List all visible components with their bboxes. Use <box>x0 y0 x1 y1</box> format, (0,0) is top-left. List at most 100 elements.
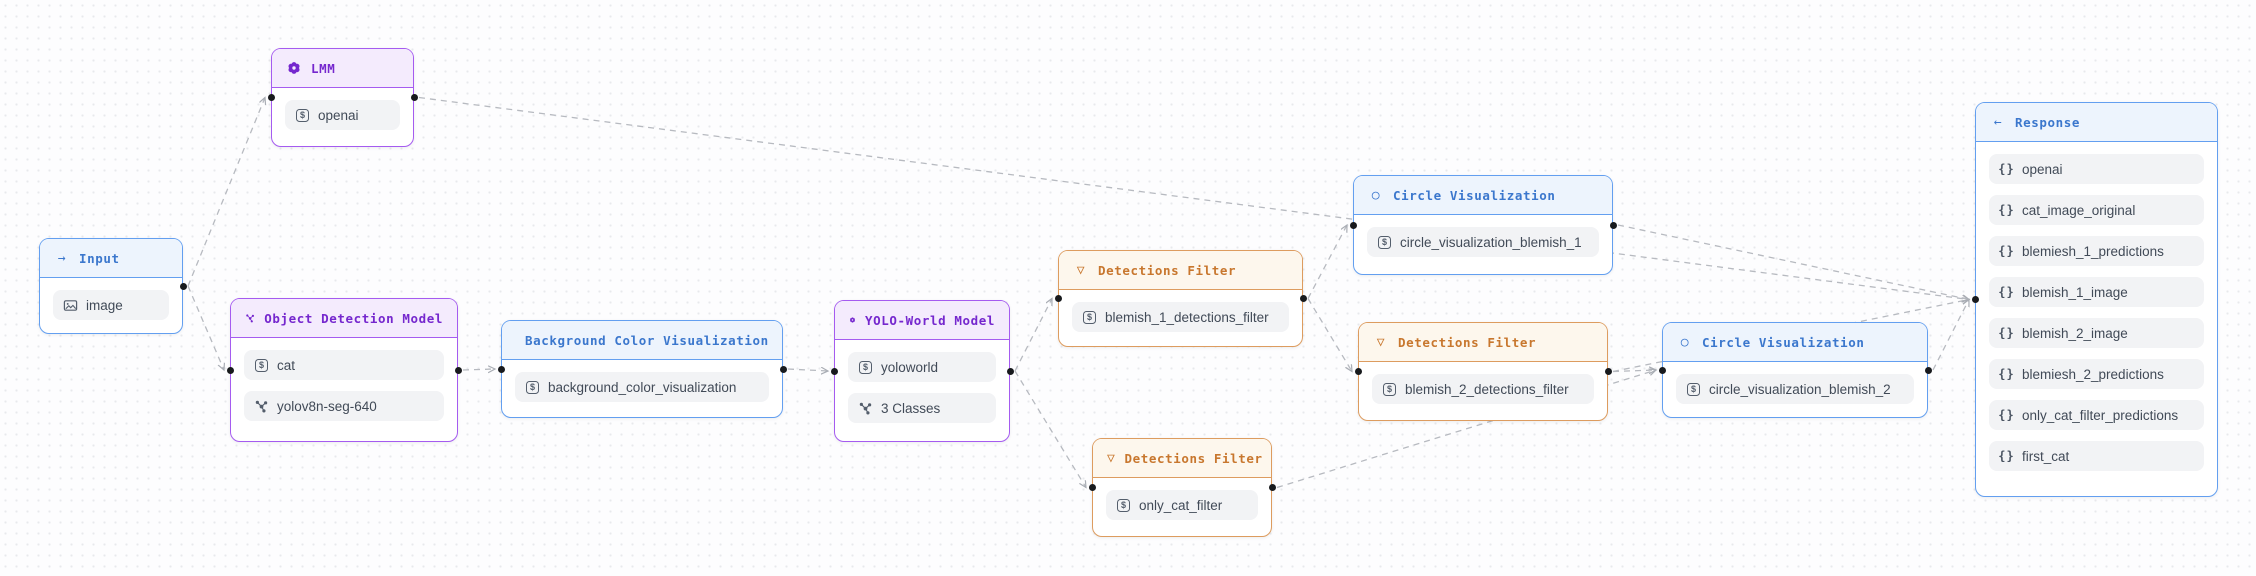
item-label: blemiesh_1_predictions <box>2022 243 2164 259</box>
node-body: {}openai{}cat_image_original{}blemiesh_1… <box>1976 142 2217 496</box>
node-item[interactable]: {}openai <box>1989 154 2204 184</box>
node-header[interactable]: Background Color Visualization <box>502 321 782 360</box>
item-label: blemish_2_detections_filter <box>1405 381 1569 397</box>
port-right[interactable] <box>1609 221 1617 229</box>
node-header[interactable]: LMM <box>272 49 413 88</box>
param-icon: $ <box>1383 382 1396 396</box>
edge-input-to-odm <box>187 285 224 370</box>
node-input[interactable]: →Input image <box>39 238 187 334</box>
node-header[interactable]: ○Circle Visualization <box>1354 176 1612 215</box>
port-right[interactable] <box>1006 367 1014 375</box>
node-filter_only_cat[interactable]: ▽ Detections Filter $only_cat_filter <box>1088 438 1276 537</box>
node-lmm[interactable]: LMM $openai <box>267 48 418 147</box>
node-item[interactable]: {}blemiesh_2_predictions <box>1989 359 2204 389</box>
edge-circleviz2-to-response <box>1932 300 1969 371</box>
node-body: $circle_visualization_blemish_1 <box>1354 215 1612 274</box>
node-item[interactable]: $ blemish_2_detections_filter <box>1372 374 1594 404</box>
port-right[interactable] <box>179 282 187 290</box>
node-filter2[interactable]: ▽Detections Filter $ blemish_2_detections_… <box>1354 322 1612 421</box>
node-body: $background_color_visualization <box>502 360 782 417</box>
node-item[interactable]: $only_cat_filter <box>1106 490 1258 520</box>
port-right[interactable] <box>1604 368 1612 375</box>
node-body: image <box>40 278 182 333</box>
port-left[interactable] <box>1088 484 1096 491</box>
port-left[interactable] <box>1349 221 1357 229</box>
port-right[interactable] <box>779 365 787 373</box>
port-left[interactable] <box>1971 296 1979 303</box>
node-header[interactable]: ▽Detections Filter <box>1359 323 1607 362</box>
braces-icon: {} <box>1998 449 2015 463</box>
node-circleviz1[interactable]: ○Circle Visualization $circle_visualizati… <box>1349 175 1617 275</box>
node-body: $only_cat_filter <box>1093 478 1271 536</box>
node-bcv[interactable]: Background Color Visualization $backgroun… <box>497 320 787 418</box>
node-title: Object Detection Model <box>264 310 443 326</box>
node-header[interactable]: ▽Detections Filter <box>1059 251 1302 290</box>
port-left[interactable] <box>267 94 275 101</box>
node-item[interactable]: {} blemiesh_1_predictions <box>1989 236 2204 266</box>
port-left[interactable] <box>1054 295 1062 302</box>
braces-icon: {} <box>1998 326 2015 340</box>
node-odm[interactable]: Object Detection Model $ cat yolov8n-seg-64… <box>226 298 462 442</box>
node-title: Background Color Visualization <box>525 332 769 348</box>
node-item[interactable]: $circle_visualization_blemish_2 <box>1676 374 1914 404</box>
port-left[interactable] <box>830 367 838 375</box>
node-item[interactable]: $ cat <box>244 350 444 380</box>
circle-icon: ○ <box>1680 334 1690 350</box>
port-left[interactable] <box>1354 368 1362 375</box>
node-header[interactable]: ▽ Detections Filter <box>1093 439 1271 478</box>
item-label: 3 Classes <box>881 400 941 416</box>
item-label: cat <box>277 357 296 373</box>
edge-circleviz1-to-response <box>1617 224 1969 300</box>
node-header[interactable]: →Input <box>40 239 182 278</box>
port-right[interactable] <box>410 94 418 101</box>
item-label: yolov8n-seg-640 <box>277 398 377 414</box>
funnel-icon: ▽ <box>1107 450 1116 466</box>
node-item[interactable]: $openai <box>285 100 400 130</box>
node-circleviz2[interactable]: ○Circle Visualization $circle_visualizati… <box>1658 322 1932 418</box>
node-header[interactable]: YOLO-World Model <box>835 301 1009 340</box>
node-item[interactable]: image <box>53 290 169 320</box>
port-right[interactable] <box>1924 366 1932 374</box>
param-icon: $ <box>1378 235 1391 249</box>
node-item[interactable]: {}blemish_1_image <box>1989 277 2204 307</box>
node-title: Detections Filter <box>1124 450 1263 466</box>
image-icon <box>63 299 78 311</box>
port-left[interactable] <box>1658 366 1666 374</box>
node-item[interactable]: $blemish_1_detections_filter <box>1072 302 1289 332</box>
node-item[interactable]: $yoloworld <box>848 352 996 382</box>
node-header[interactable]: ○Circle Visualization <box>1663 323 1927 362</box>
node-header[interactable]: Object Detection Model <box>231 299 457 338</box>
item-label: only_cat_filter_predictions <box>2022 407 2179 423</box>
param-icon: $ <box>1117 498 1130 512</box>
braces-icon: {} <box>1998 244 2015 258</box>
node-item[interactable]: {}only_cat_filter_predictions <box>1989 400 2204 430</box>
param-icon: $ <box>255 358 268 372</box>
node-filter1[interactable]: ▽Detections Filter $blemish_1_detections_… <box>1054 250 1307 347</box>
node-item[interactable]: $background_color_visualization <box>515 372 769 402</box>
braces-icon: {} <box>1998 203 2015 217</box>
node-item[interactable]: $circle_visualization_blemish_1 <box>1367 227 1599 257</box>
node-title: Input <box>79 250 120 266</box>
node-item[interactable]: 3 Classes <box>848 393 996 423</box>
node-response[interactable]: ←Response{}openai{}cat_image_original{}b… <box>1971 102 2218 497</box>
node-item[interactable]: {}first_cat <box>1989 441 2204 471</box>
funnel-icon: ▽ <box>1376 334 1386 350</box>
node-yolo[interactable]: YOLO-World Model $yoloworld 3 Classes <box>830 300 1014 442</box>
port-right[interactable] <box>1268 484 1276 491</box>
port-left[interactable] <box>226 366 234 374</box>
node-body: $blemish_1_detections_filter <box>1059 290 1302 346</box>
port-left[interactable] <box>497 365 505 373</box>
port-right[interactable] <box>454 366 462 374</box>
node-title: Response <box>2015 114 2081 130</box>
port-right[interactable] <box>1299 295 1307 302</box>
edge-input-to-lmm <box>187 98 265 287</box>
braces-icon: {} <box>1998 162 2015 176</box>
node-header[interactable]: ←Response <box>1976 103 2217 142</box>
node-item[interactable]: {}cat_image_original <box>1989 195 2204 225</box>
param-icon: $ <box>296 108 309 122</box>
node-item[interactable]: yolov8n-seg-640 <box>244 391 444 421</box>
braces-icon: {} <box>1998 367 2015 381</box>
node-item[interactable]: {} blemish_2_image <box>1989 318 2204 348</box>
item-label: blemish_2_image <box>2022 325 2128 341</box>
